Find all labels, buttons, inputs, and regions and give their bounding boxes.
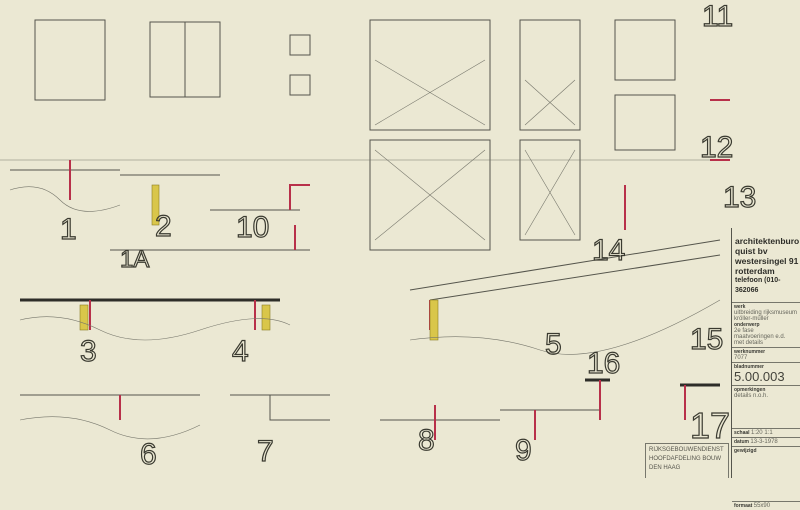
- gewijzigd-field: gewijzigd: [732, 446, 800, 501]
- plan-details: [0, 19, 730, 251]
- field-value: 7077: [734, 355, 748, 361]
- detail-number: 1: [59, 213, 77, 246]
- detail-number: 16: [586, 347, 621, 380]
- field-value: uitbreiding rijksmuseum: [734, 310, 798, 316]
- firm-address: architektenburo quist bv westersingel 91…: [732, 228, 800, 296]
- field-value: kröller-müller: [734, 316, 769, 322]
- detail-number: 14: [591, 234, 626, 267]
- detail-number: 3: [79, 335, 97, 368]
- field-value: maatvoeringen e.d.: [734, 334, 786, 340]
- client-line: DEN HAAG: [649, 465, 681, 471]
- client-box: RIJKSGEBOUWENDIENST HOOFDAFDELING BOUW D…: [645, 443, 729, 478]
- field-label: onderwerp: [734, 322, 760, 328]
- firm-line: quist bv: [735, 246, 768, 256]
- field-label: gewijzigd: [734, 448, 757, 454]
- bladnummer-field: bladnummer 5.00.003: [732, 362, 800, 385]
- firm-line: architektenburo: [735, 236, 800, 246]
- section-details: [9, 99, 730, 440]
- detail-number: 11: [701, 0, 734, 33]
- firm-line: westersingel 91: [735, 256, 799, 266]
- field-label: bladnummer: [734, 364, 765, 370]
- detail-number: 17: [689, 405, 731, 446]
- field-value: 13-3-1978: [750, 439, 778, 445]
- detail-number: 8: [417, 424, 435, 457]
- schaal-field: schaal 1:20 1:1: [732, 428, 800, 437]
- field-label: werknummer: [734, 349, 766, 355]
- firm-line: rotterdam: [735, 266, 775, 276]
- drawing-sheet: [0, 19, 730, 440]
- detail-number: 5: [544, 328, 562, 361]
- detail-number: 6: [139, 438, 157, 471]
- field-label: schaal: [734, 430, 750, 436]
- opmerkingen-field: opmerkingen details n.o.h.: [732, 385, 800, 428]
- detail-number: 15: [689, 323, 724, 356]
- field-label: werk: [734, 304, 746, 310]
- field-label: opmerkingen: [734, 387, 766, 393]
- field-label: datum: [734, 439, 749, 445]
- detail-number: 12: [699, 131, 734, 164]
- werknummer-field: werknummer 7077: [732, 347, 800, 362]
- title-block: architektenburo quist bv westersingel 91…: [731, 228, 800, 509]
- field-value: 1:20 1:1: [750, 430, 773, 436]
- detail-number: 4: [231, 335, 249, 368]
- firm-line: telefoon (010-362066: [735, 277, 781, 294]
- client-line: HOOFDAFDELING BOUW: [649, 456, 722, 462]
- detail-number: 1A: [119, 246, 150, 273]
- field-value: details n.o.h.: [734, 393, 769, 399]
- werk-field: werk uitbreiding rijksmuseum kröller-mül…: [732, 302, 800, 347]
- detail-number: 10: [235, 211, 270, 244]
- formaat-field: formaat 55x90: [732, 501, 800, 510]
- field-label: formaat: [734, 503, 753, 509]
- field-value: 55x90: [753, 503, 771, 509]
- detail-number: 7: [256, 435, 274, 468]
- detail-number: 2: [154, 210, 172, 243]
- field-value: met details: [734, 340, 764, 346]
- datum-field: datum 13-3-1978: [732, 437, 800, 446]
- client-line: RIJKSGEBOUWENDIENST: [649, 447, 724, 453]
- detail-number: 9: [514, 434, 532, 467]
- field-value: 2e fase: [734, 328, 754, 334]
- field-value: 5.00.003: [734, 369, 785, 384]
- detail-number: 13: [722, 181, 757, 214]
